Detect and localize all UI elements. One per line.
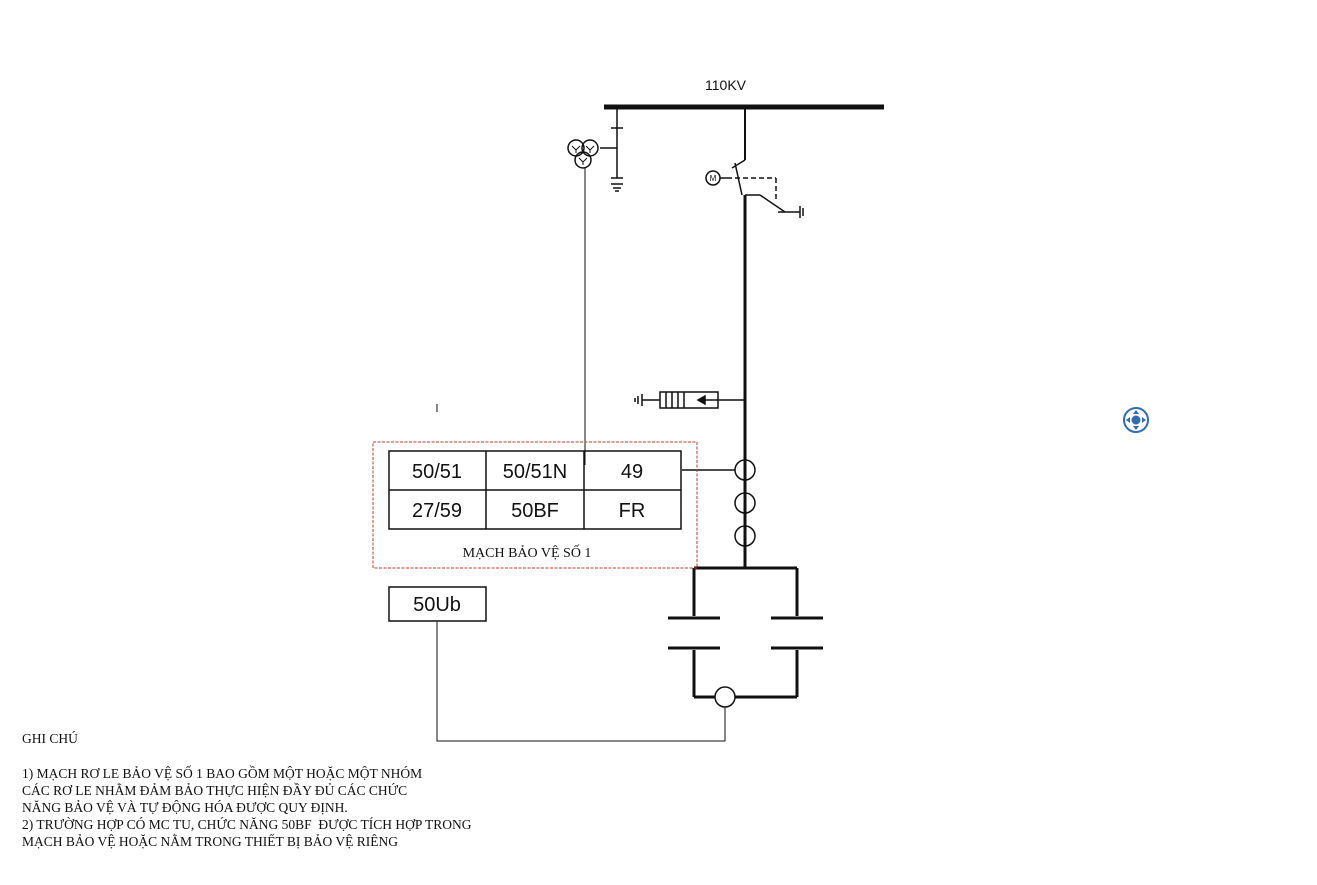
pan-navigation-icon[interactable] (1122, 406, 1150, 434)
relay-function-table (388, 450, 682, 530)
relay-function-cell: 27/59 (412, 500, 462, 522)
protection-panel-caption: MẠCH BẢO VỆ SỐ 1 (463, 543, 592, 561)
earthing-switch (745, 194, 804, 218)
relay-function-cell: 50/51N (503, 461, 568, 483)
capacitor-bank (668, 566, 823, 708)
voltage-transformer (567, 107, 623, 465)
unbalance-relay-label: 50Ub (413, 594, 461, 616)
busbar-label: 110KV (705, 77, 747, 93)
current-transformers (682, 459, 756, 547)
navigation-compass-icon (1123, 407, 1149, 433)
relay-function-cell: 49 (621, 461, 643, 483)
note-line: 2) TRƯỜNG HỢP CÓ MC TU, CHỨC NĂNG 50BF Đ… (22, 817, 472, 832)
note-line: 1) MẠCH RƠ LE BẢO VỆ SỐ 1 BAO GỒM MỘT HO… (22, 766, 423, 781)
relay-function-cell: FR (619, 500, 646, 522)
motorized-disconnector (705, 159, 777, 200)
motor-label: M (710, 174, 717, 183)
notes-section: GHI CHÚ 1) MẠCH RƠ LE BẢO VỆ SỐ 1 BAO GỒ… (22, 730, 642, 850)
unbalance-ct-wire (436, 621, 726, 742)
note-line: MẠCH BẢO VỆ HOẶC NẰM TRONG THIẾT BỊ BẢO … (22, 834, 399, 849)
surge-arrester (634, 391, 745, 409)
note-line: NĂNG BẢO VỆ VÀ TỰ ĐỘNG HÓA ĐƯỢC QUY ĐỊNH… (22, 800, 348, 815)
relay-function-cell: 50/51 (412, 461, 462, 483)
notes-title: GHI CHÚ (22, 731, 78, 746)
protection-panel-border (372, 441, 698, 569)
relay-function-cell: 50BF (511, 500, 559, 522)
note-line: CÁC RƠ LE NHẰM ĐẢM BẢO THỰC HIỆN ĐẦY ĐỦ … (22, 783, 408, 798)
